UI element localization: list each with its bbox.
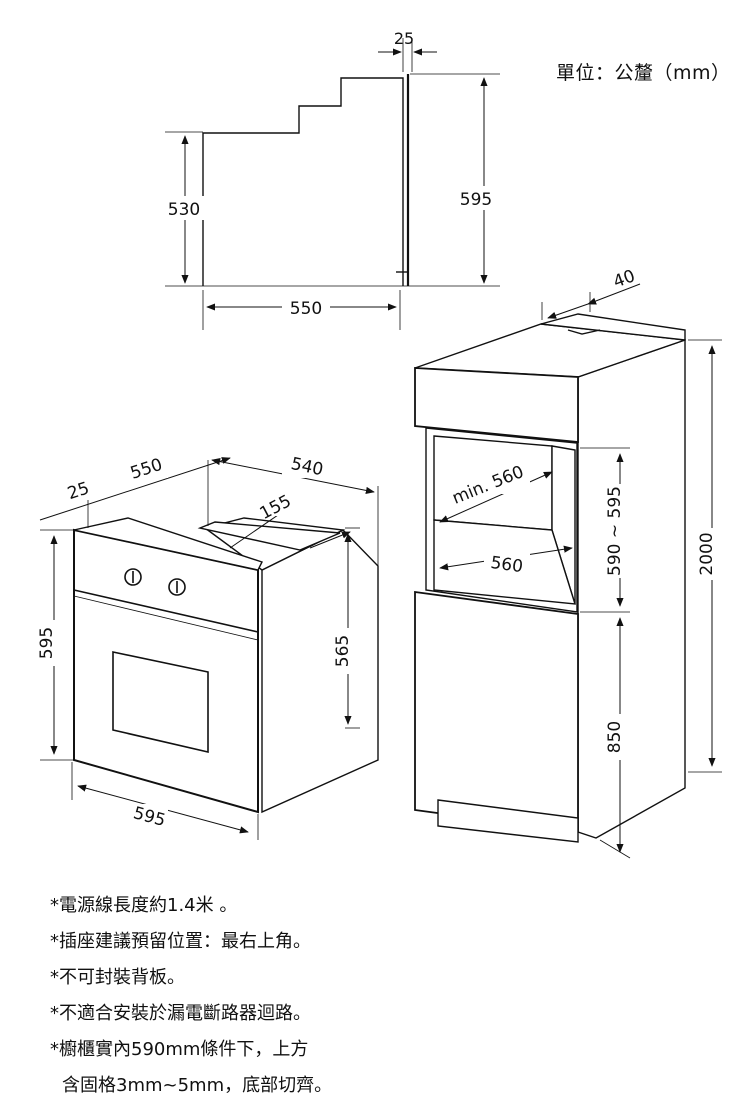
- dim-cabinet-opening-height: 590 ~ 595: [605, 486, 625, 576]
- unit-label: 單位：公釐（mm）: [556, 62, 731, 84]
- dim-side-depth: 550: [290, 299, 322, 319]
- note-cabinet-condition: *櫥櫃實內590mm條件下，上方: [50, 1039, 309, 1060]
- note-breaker-circuit: *不適合安裝於漏電斷路器迴路。: [50, 1003, 311, 1024]
- installation-diagram: 25 595 530 550: [37, 29, 722, 859]
- dim-side-height-body: 530: [168, 200, 200, 220]
- side-view-dimension-lines: [181, 48, 488, 311]
- note-cabinet-condition-cont: 含固格3mm~5mm，底部切齊。: [62, 1075, 333, 1096]
- dim-cabinet-total-height: 2000: [697, 532, 717, 575]
- dim-cabinet-inner-width: 560: [489, 553, 524, 577]
- dim-oven-front-height: 595: [37, 627, 57, 659]
- cabinet: [414, 313, 686, 843]
- note-back-panel: *不可封裝背板。: [50, 967, 185, 988]
- side-view-profile: [165, 38, 500, 330]
- dim-cabinet-depth-offset: 40: [611, 266, 638, 292]
- installation-notes: *電源線長度約1.4米 。 *插座建議預留位置：最右上角。 *不可封裝背板。 *…: [50, 888, 730, 1104]
- dim-oven-body-height: 565: [333, 635, 353, 667]
- dim-side-height-total: 595: [460, 190, 492, 210]
- dim-cabinet-base-height: 850: [605, 721, 625, 753]
- note-power-cord: *電源線長度約1.4米 。: [50, 895, 238, 916]
- note-socket-position: *插座建議預留位置：最右上角。: [50, 931, 311, 952]
- dim-top-offset: 25: [394, 29, 414, 48]
